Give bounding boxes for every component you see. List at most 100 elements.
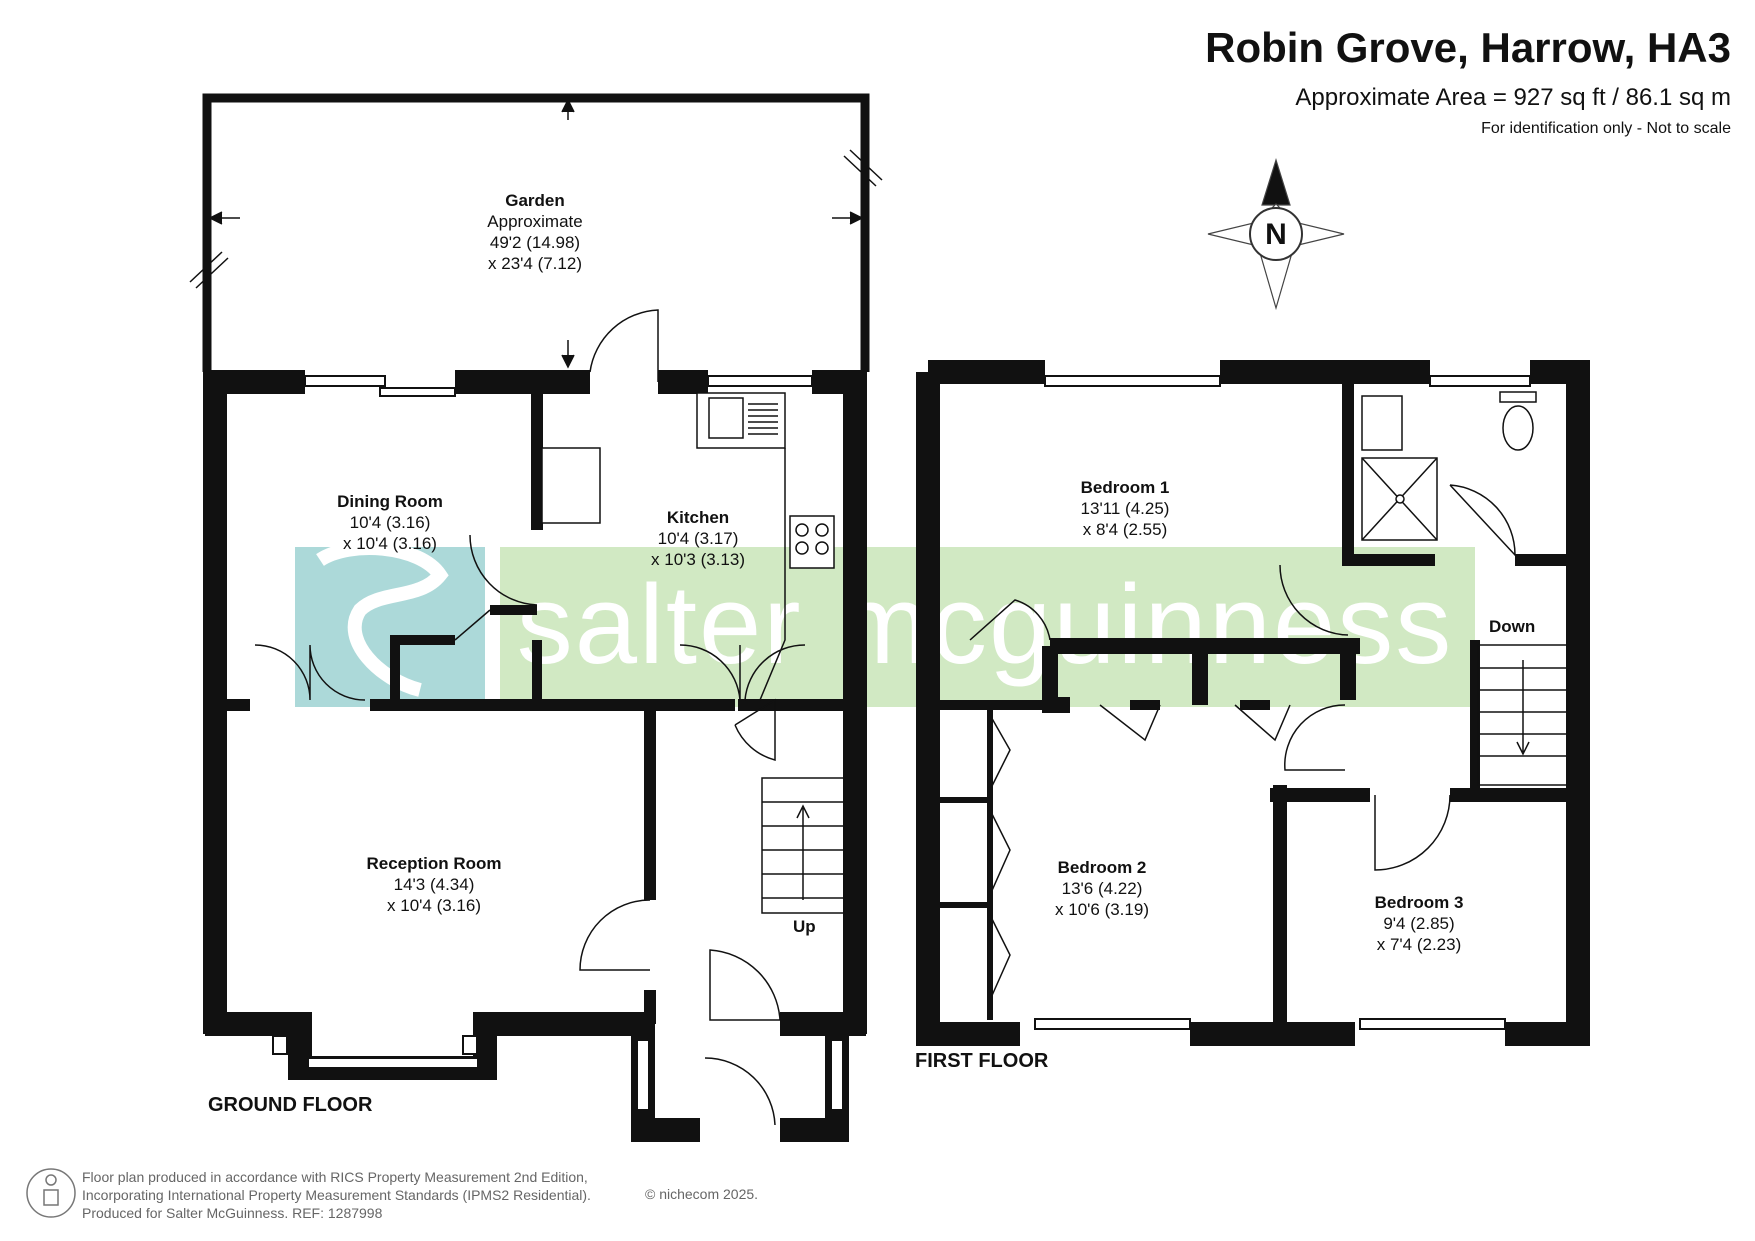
drainer (748, 403, 778, 435)
kitchen-counter (759, 448, 786, 701)
bedroom1-landing-door (1279, 564, 1349, 636)
bedroom1-door (969, 599, 1051, 641)
gf-stair-arrow (796, 804, 810, 900)
footer-line-1: Floor plan produced in accordance with R… (82, 1169, 588, 1185)
room-label-dining: Dining Room 10'4 (3.16) x 10'4 (3.16) (337, 491, 443, 554)
dining-window (304, 375, 386, 387)
ff-bed3-wall (1270, 785, 1568, 1024)
garden-line-3: x 23'4 (7.12) (488, 254, 582, 273)
bathroom-window (1429, 375, 1531, 387)
hob-ring-4 (815, 541, 829, 555)
reception-line-1: 14'3 (4.34) (393, 875, 475, 894)
bedroom2-name: Bedroom 2 (1057, 858, 1147, 877)
cupboard-door-1 (1099, 704, 1161, 742)
fridge (541, 447, 601, 524)
garden-line-2: 49'2 (14.98) (489, 233, 581, 252)
first-floor-walls (916, 360, 1590, 1046)
kitchen-line-1: 10'4 (3.17) (657, 529, 739, 548)
garden-break-left (189, 251, 229, 289)
hob (789, 515, 835, 569)
ff-bath-wall (1342, 382, 1568, 566)
ground-floor-doors (254, 309, 806, 1126)
area-summary: Approximate Area = 927 sq ft / 86.1 sq m (1295, 84, 1731, 111)
shower-drain (1395, 494, 1405, 504)
bathroom-fittings (1361, 391, 1537, 541)
person-icon (26, 1168, 76, 1218)
footer-notes: Floor plan produced in accordance with R… (82, 1168, 591, 1222)
ground-floor-label: GROUND FLOOR (208, 1094, 373, 1116)
front-door (709, 949, 781, 1021)
ff-staircase (1477, 644, 1569, 786)
ground-floor-windows (272, 375, 844, 1111)
kitchen-hall-door (679, 644, 806, 701)
kitchen-window (707, 375, 813, 387)
garden-arrow-right (832, 211, 864, 225)
garden-arrow-left (208, 211, 240, 225)
kitchen-name: Kitchen (666, 508, 730, 527)
ff-outline (916, 360, 1590, 1046)
dining-line-1: 10'4 (3.16) (349, 513, 431, 532)
bedroom1-line-2: x 8'4 (2.55) (1082, 520, 1168, 539)
hob-ring-1 (795, 523, 809, 537)
watermark-logo-swirl (316, 541, 449, 697)
bedroom2-door (1284, 704, 1346, 771)
bedroom1-line-1: 13'11 (4.25) (1080, 499, 1170, 518)
room-label-reception: Reception Room 14'3 (4.34) x 10'4 (3.16) (366, 853, 501, 916)
kitchen-fittings (541, 392, 835, 701)
ff-wardrobe-wall (938, 705, 993, 1020)
wardrobe-doors (989, 714, 1011, 1001)
cupboard-door-2 (1234, 704, 1291, 742)
toilet-cistern (1499, 391, 1537, 403)
compass-needle-north (1261, 157, 1291, 206)
garden-arrows (189, 98, 883, 369)
bedroom3-name: Bedroom 3 (1374, 893, 1464, 912)
address-title: Robin Grove, Harrow, HA3 (1205, 24, 1731, 71)
bedroom1-name: Bedroom 1 (1080, 478, 1170, 497)
room-label-garden: Garden Approximate 49'2 (14.98) x 23'4 (… (487, 190, 582, 274)
first-floor-label: FIRST FLOOR (915, 1050, 1049, 1072)
porch-walls (631, 1024, 849, 1142)
sink (708, 397, 744, 439)
bedroom2-window (1034, 1018, 1191, 1030)
ff-stair-arrow (1516, 660, 1530, 756)
garden-break-right (843, 149, 883, 187)
first-floor-doors (969, 484, 1516, 1001)
bedroom3-line-1: 9'4 (2.85) (1383, 914, 1455, 933)
person-icon-head (45, 1174, 57, 1186)
dining-french-doors (254, 644, 366, 701)
reception-name: Reception Room (366, 854, 502, 873)
compass-icon (1207, 157, 1345, 311)
bay-side-right (462, 1035, 478, 1055)
garden-fence (202, 93, 870, 372)
bedroom3-line-2: x 7'4 (2.23) (1376, 935, 1462, 954)
first-floor-windows (1034, 375, 1531, 1030)
watermark: salter mcguinness (295, 541, 1475, 707)
cupboard-walls (390, 605, 542, 705)
dining-name: Dining Room (337, 492, 443, 511)
hob-ring-3 (795, 541, 809, 555)
bathroom-door (1449, 484, 1516, 557)
bedroom2-line-1: 13'6 (4.22) (1061, 879, 1143, 898)
person-icon-body (43, 1189, 59, 1206)
compass-ring (1249, 207, 1303, 261)
watermark-text: salter mcguinness (517, 562, 1454, 687)
bedroom3-window (1359, 1018, 1506, 1030)
bedroom1-window (1044, 375, 1221, 387)
dining-kitchen-door (469, 534, 538, 606)
garden-arrow-top (561, 98, 575, 120)
garden-arrow-bottom (561, 340, 575, 369)
gf-stairs (761, 777, 845, 914)
porch-window-left (636, 1039, 650, 1111)
person-icon-ring (26, 1168, 76, 1218)
gf-staircase (761, 777, 845, 914)
hall-cupboard-door (734, 698, 776, 761)
garden-name: Garden (505, 191, 565, 210)
reception-door (579, 899, 651, 971)
watermark-text-block (500, 547, 1475, 707)
kitchen-back-door (589, 309, 659, 382)
porch-window-right (830, 1039, 844, 1111)
ff-stairs (1477, 644, 1569, 786)
scale-note: For identification only - Not to scale (1481, 120, 1731, 137)
dining-sliding-door (379, 387, 456, 397)
